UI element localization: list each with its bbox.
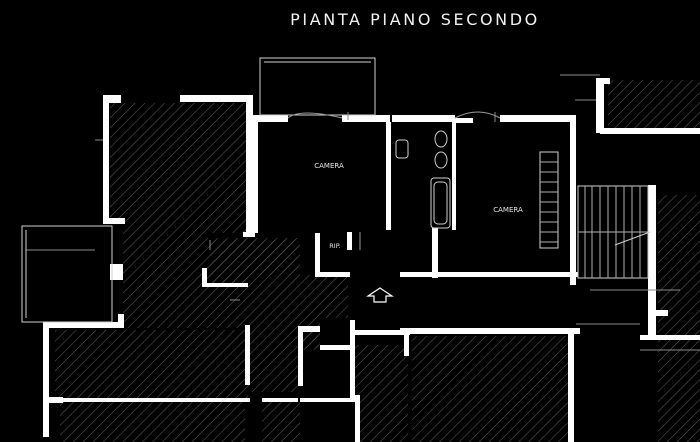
sink — [395, 139, 409, 159]
room-labels: CAMERA CAMERA RIP. — [314, 162, 523, 250]
drawing-title: PIANTA PIANO SECONDO — [290, 10, 540, 29]
walls — [43, 78, 700, 442]
balcony-west — [21, 225, 113, 323]
balcony-north — [259, 57, 376, 116]
toilet — [434, 130, 448, 148]
bathtub — [430, 177, 451, 229]
hatched-area-south-2 — [262, 402, 300, 442]
hatched-area-southcenter — [355, 345, 408, 442]
hatched-area-northeast — [608, 80, 700, 130]
room-label-camera-2: CAMERA — [493, 206, 523, 214]
hatched-area-east — [658, 195, 700, 442]
hatched-area-south-1 — [60, 402, 245, 442]
hatched-area-southeast — [412, 336, 568, 442]
entrance-arrow — [366, 287, 394, 303]
hatched-area-southwest — [55, 330, 248, 398]
room-label-camera-1: CAMERA — [314, 162, 344, 170]
bidet — [434, 151, 448, 169]
hatched-areas — [55, 80, 700, 442]
hatched-area-northwest — [110, 103, 248, 233]
thin-lines — [21, 57, 700, 351]
stair-flight-upper — [539, 151, 559, 249]
room-label-ripostiglio: RIP. — [329, 242, 340, 250]
hatched-area-central — [210, 240, 348, 392]
hatched-area-small — [300, 330, 318, 350]
